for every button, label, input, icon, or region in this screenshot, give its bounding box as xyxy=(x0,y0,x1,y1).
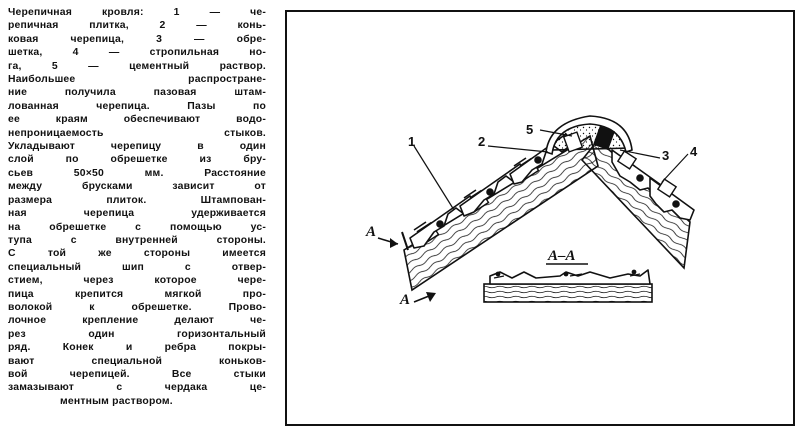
caption-line: рез один горизонтальный xyxy=(8,328,266,340)
right-battens xyxy=(616,150,678,198)
caption-line: С той же стороны имеется xyxy=(8,248,266,260)
caption-line: между брусками зависит от xyxy=(8,181,266,193)
caption-line: репичная плитка, 2 — конь- xyxy=(8,20,266,32)
caption-line: лованная черепица. Пазы по xyxy=(8,100,266,112)
caption-line: ковая черепица, 3 — обре- xyxy=(8,33,266,45)
figure-caption-text: Черепичная кровля: 1 — че- репичная плит… xyxy=(8,6,266,408)
label-3: 3 xyxy=(662,148,669,163)
caption-line: пица крепится мягкой про- xyxy=(8,288,266,300)
caption-line: специальный шип с отвер- xyxy=(8,261,266,273)
section-title: A–A xyxy=(547,248,576,264)
ridge-assembly xyxy=(545,115,633,156)
section-marker-bottom: A xyxy=(399,292,436,308)
caption-line: стием, через которое чере- xyxy=(8,275,266,287)
label-2: 2 xyxy=(478,134,485,149)
caption-line: волокой к обрешетке. Прово- xyxy=(8,301,266,313)
caption-line: Наибольшее распростране- xyxy=(8,74,266,86)
caption-line: непроницаемость стыков. xyxy=(8,127,266,139)
caption-line: вой черепицей. Все стыки xyxy=(8,368,266,380)
caption-line: ние получила пазовая штам- xyxy=(8,87,266,99)
caption-line: ее краям обеспечивают водо- xyxy=(8,114,266,126)
section-aa-detail xyxy=(483,269,653,303)
label-4: 4 xyxy=(690,144,698,159)
section-marker-top: A xyxy=(365,224,409,251)
caption-line: ряд. Конек и ребра покры- xyxy=(8,342,266,354)
caption-line: га, 5 — цементный раствор. xyxy=(8,60,266,72)
caption-line: шетка, 4 — стропильная но- xyxy=(8,47,266,59)
caption-line: сьев 50×50 мм. Расстояние xyxy=(8,167,266,179)
label-5: 5 xyxy=(526,122,533,137)
caption-line: вают специальной коньков- xyxy=(8,355,266,367)
caption-line: тупа с внутренней стороны. xyxy=(8,234,266,246)
left-rafter xyxy=(403,134,599,292)
caption-line: лочное крепление делают че- xyxy=(8,315,266,327)
caption-line: Укладывают черепицу в один xyxy=(8,141,266,153)
leader-lines xyxy=(413,129,689,211)
section-letter-bottom: A xyxy=(399,292,410,308)
caption-line: Черепичная кровля: 1 — че- xyxy=(8,7,266,18)
figure-frame xyxy=(285,10,795,426)
caption-line: ная черепица удерживается xyxy=(8,208,266,220)
caption-line: замазывают с чердака це- xyxy=(8,382,266,394)
caption-line: слой по обрешетке из бру- xyxy=(8,154,266,166)
section-letter-top: A xyxy=(365,224,376,240)
label-1: 1 xyxy=(408,134,415,149)
caption-line: на обрешетке с помощью ус- xyxy=(8,221,266,233)
caption-line: ментным раствором. xyxy=(60,395,173,407)
caption-line: размера плиток. Штампован- xyxy=(8,194,266,206)
